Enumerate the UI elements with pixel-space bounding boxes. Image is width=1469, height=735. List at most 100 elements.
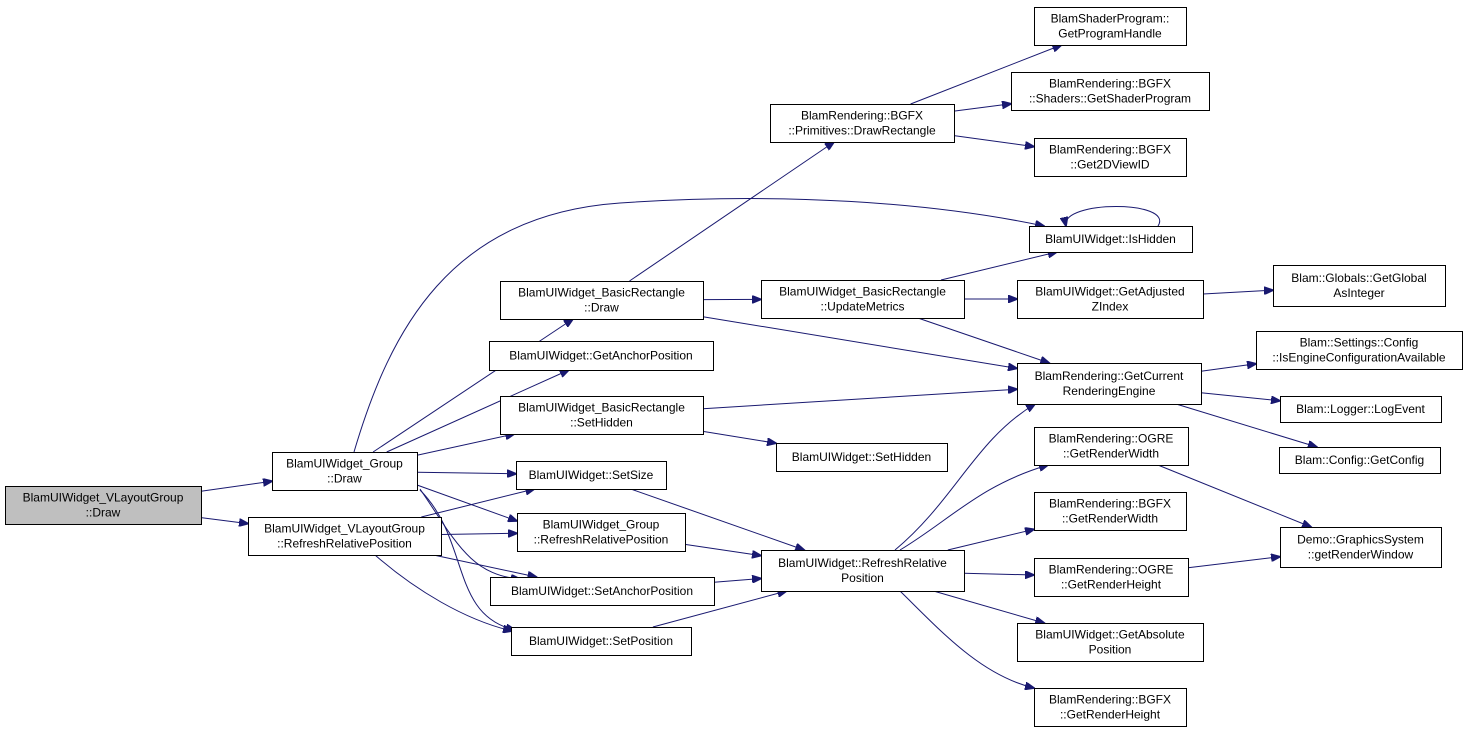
- edge-vlayout_draw-to-group_draw: [200, 481, 272, 492]
- node-label: ::Draw: [327, 472, 362, 486]
- edge-set_anchor-to-refresh_rel: [713, 579, 761, 583]
- edge-update_metrics-to-ishidden: [940, 252, 1057, 281]
- edge-group_draw-to-set_anchor: [419, 488, 520, 579]
- node-label: Position: [1089, 643, 1132, 657]
- node-box: [761, 550, 965, 592]
- node-box: [1279, 447, 1441, 474]
- edge-basicrect_draw-to-draw_rect: [629, 142, 835, 282]
- node-label: GetProgramHandle: [1058, 27, 1162, 41]
- node-label: BlamUIWidget::SetAnchorPosition: [511, 584, 693, 598]
- edge-refresh_rel-to-bgfx_height: [899, 590, 1034, 688]
- node-box: [511, 627, 692, 656]
- node-ishidden[interactable]: BlamUIWidget::IsHidden: [1029, 226, 1193, 253]
- node-group_refresh[interactable]: BlamUIWidget_Group::RefreshRelativePosit…: [517, 513, 686, 552]
- node-label: BlamUIWidget_Group: [543, 518, 660, 532]
- node-update_metrics[interactable]: BlamUIWidget_BasicRectangle::UpdateMetri…: [761, 280, 965, 319]
- edge-draw_rect-to-get_prog_handle: [910, 45, 1062, 105]
- edge-refresh_rel-to-bgfx_width: [947, 529, 1034, 551]
- node-demo_window[interactable]: Demo::GraphicsSystem::getRenderWindow: [1280, 527, 1442, 568]
- edge-vlayout_refresh-to-setsize: [421, 489, 534, 518]
- node-setsize[interactable]: BlamUIWidget::SetSize: [516, 461, 667, 490]
- node-box: [1273, 265, 1446, 307]
- node-get_anchor[interactable]: BlamUIWidget::GetAnchorPosition: [489, 341, 714, 371]
- node-refresh_rel[interactable]: BlamUIWidget::RefreshRelativePosition: [761, 550, 965, 592]
- edge-draw_rect-to-get2dview: [953, 135, 1034, 147]
- edge-group_draw-to-get_anchor: [386, 370, 569, 453]
- node-box: [761, 280, 965, 319]
- node-label: Demo::GraphicsSystem: [1297, 533, 1424, 547]
- node-box: [5, 486, 202, 525]
- node-label: Position: [841, 571, 884, 585]
- node-sethidden[interactable]: BlamUIWidget::SetHidden: [776, 443, 948, 472]
- node-setposition[interactable]: BlamUIWidget::SetPosition: [511, 627, 692, 656]
- node-label: ::Draw: [86, 506, 121, 520]
- node-get2dview[interactable]: BlamRendering::BGFX::Get2DViewID: [1034, 138, 1187, 177]
- node-box: [1034, 7, 1187, 46]
- node-set_anchor[interactable]: BlamUIWidget::SetAnchorPosition: [490, 577, 715, 606]
- node-config_get[interactable]: Blam::Config::GetConfig: [1279, 447, 1441, 474]
- node-label: ::Shaders::GetShaderProgram: [1029, 92, 1191, 106]
- node-box: [1017, 623, 1204, 662]
- node-label: ::GetRenderWidth: [1063, 447, 1159, 461]
- edge-draw_rect-to-get_shader_prog: [953, 104, 1011, 112]
- node-label: ::IsEngineConfigurationAvailable: [1272, 351, 1446, 365]
- edge-group_draw-to-setposition: [419, 489, 515, 630]
- node-logger[interactable]: Blam::Logger::LogEvent: [1280, 396, 1442, 423]
- node-box: [272, 452, 418, 491]
- node-label: BlamUIWidget::GetAdjusted: [1035, 285, 1184, 299]
- node-box: [1034, 427, 1189, 466]
- node-label: BlamRendering::BGFX: [1049, 693, 1171, 707]
- edge-refresh_rel-to-get_abs_pos: [933, 590, 1045, 623]
- node-bgfx_width[interactable]: BlamRendering::BGFX::GetRenderWidth: [1034, 492, 1187, 531]
- node-box: [517, 513, 686, 552]
- node-label: ::getRenderWindow: [1308, 548, 1414, 562]
- node-label: BlamUIWidget_VLayoutGroup: [264, 522, 425, 536]
- node-ogre_width[interactable]: BlamRendering::OGRE::GetRenderWidth: [1034, 427, 1189, 466]
- node-label: BlamRendering::BGFX: [1049, 143, 1171, 157]
- node-basicrect_sethidden[interactable]: BlamUIWidget_BasicRectangle::SetHidden: [500, 396, 704, 435]
- edges-layer: [200, 45, 1317, 688]
- node-bgfx_height[interactable]: BlamRendering::BGFX::GetRenderHeight: [1034, 688, 1187, 727]
- node-box: [516, 461, 667, 490]
- node-settings_config[interactable]: Blam::Settings::Config::IsEngineConfigur…: [1256, 331, 1463, 370]
- edge-group_draw-to-group_refresh: [416, 484, 517, 521]
- node-vlayout_refresh[interactable]: BlamUIWidget_VLayoutGroup::RefreshRelati…: [248, 517, 442, 556]
- node-label: Blam::Settings::Config: [1300, 336, 1419, 350]
- edge-group_refresh-to-refresh_rel: [684, 543, 761, 555]
- edge-group_draw-to-setsize: [416, 472, 516, 474]
- node-label: BlamUIWidget_BasicRectangle: [779, 285, 946, 299]
- node-box: [776, 443, 948, 472]
- edge-refresh_rel-to-ogre_height: [963, 573, 1034, 575]
- node-label: BlamUIWidget_Group: [286, 457, 403, 471]
- nodes-layer: BlamUIWidget_VLayoutGroup::DrawBlamUIWid…: [5, 7, 1463, 727]
- edge-ogre_width-to-demo_window: [1157, 464, 1311, 527]
- edge-vlayout_refresh-to-set_anchor: [433, 554, 537, 577]
- edge-update_metrics-to-get_cur_engine: [917, 317, 1049, 363]
- node-box: [1280, 527, 1442, 568]
- node-box: [1017, 280, 1204, 319]
- node-group_draw[interactable]: BlamUIWidget_Group::Draw: [272, 452, 418, 491]
- edge-ishidden-to-ishidden: [1066, 206, 1161, 227]
- node-basicrect_draw[interactable]: BlamUIWidget_BasicRectangle::Draw: [500, 281, 704, 320]
- node-box: [490, 577, 715, 606]
- node-vlayout_draw[interactable]: BlamUIWidget_VLayoutGroup::Draw: [5, 486, 202, 525]
- node-draw_rect[interactable]: BlamRendering::BGFX::Primitives::DrawRec…: [770, 104, 955, 143]
- node-box: [1011, 72, 1210, 111]
- node-label: ::RefreshRelativePosition: [277, 537, 412, 551]
- node-label: BlamRendering::BGFX: [801, 109, 923, 123]
- node-label: BlamUIWidget::SetPosition: [529, 634, 673, 648]
- edge-vlayout_draw-to-vlayout_refresh: [200, 517, 248, 524]
- node-label: ::GetRenderHeight: [1061, 578, 1162, 592]
- node-box: [1034, 492, 1187, 531]
- edge-get_cur_engine-to-settings_config: [1200, 364, 1256, 372]
- edge-get_adj_z-to-globals_get: [1202, 290, 1273, 294]
- node-get_shader_prog[interactable]: BlamRendering::BGFX::Shaders::GetShaderP…: [1011, 72, 1210, 111]
- node-ogre_height[interactable]: BlamRendering::OGRE::GetRenderHeight: [1034, 558, 1189, 597]
- node-get_prog_handle[interactable]: BlamShaderProgram::GetProgramHandle: [1034, 7, 1187, 46]
- node-label: BlamUIWidget::GetAbsolute: [1035, 628, 1185, 642]
- node-label: Blam::Logger::LogEvent: [1296, 402, 1425, 416]
